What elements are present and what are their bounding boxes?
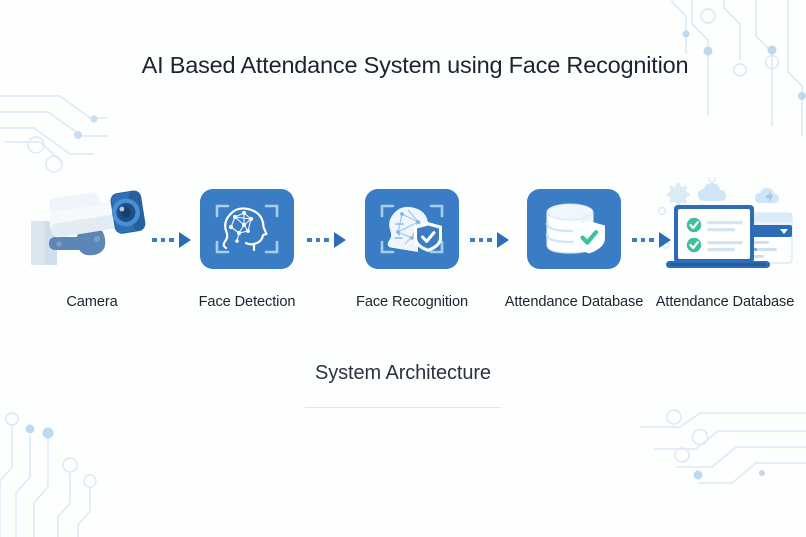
flow-node-attendance-database[interactable]: Attendance Database [499,180,649,313]
arrow-camera-to-detection [152,231,191,249]
arrow-dash [324,238,329,242]
arrow-dash [649,238,654,242]
page-title: AI Based Attendance System using Face Re… [141,52,689,78]
section-caption: System Architecture [315,362,491,384]
flow-node-label: Attendance Database [504,294,644,310]
caption-divider [305,407,501,409]
face-detection-icon [200,189,294,269]
laptop-checklist-icon [650,177,800,278]
flow-node-attendance-records[interactable]: Attendance Database [650,177,800,313]
circuit-bottom-right-decoration [640,409,806,484]
face-recognition-icon [365,189,459,269]
arrow-detection-to-recognition [307,231,346,249]
flow-node-label: Camera [66,294,118,310]
arrow-dash [315,238,320,242]
arrow-dash [307,238,312,242]
arrow-dash [632,238,637,242]
arrow-dash [470,238,475,242]
caption-block: System Architecture [0,362,806,409]
arrow-database-to-records [632,231,671,249]
architecture-flow: Camera [0,177,806,330]
arrow-dash [478,238,483,242]
flow-node-label: Attendance Database [655,294,795,310]
flow-node-label: Face Detection [198,294,296,310]
arrow-dash [152,238,157,242]
circuit-bottom-left-decoration [0,412,97,537]
flow-node-face-detection[interactable]: Face Detection [172,180,322,313]
arrow-dash [160,238,165,242]
flow-node-face-recognition[interactable]: Face Recognition [337,180,487,313]
arrow-dash [640,238,645,242]
arrow-head-icon [658,232,671,248]
database-shield-icon [527,189,621,269]
arrow-head-icon [178,232,191,248]
flow-node-label: Face Recognition [356,294,468,310]
arrow-head-icon [496,232,509,248]
arrow-recognition-to-database [470,231,509,249]
arrow-dash [169,238,174,242]
arrow-dash [487,238,492,242]
cctv-camera-icon [17,180,167,278]
flow-node-camera[interactable]: Camera [17,180,167,313]
arrow-head-icon [333,232,346,248]
